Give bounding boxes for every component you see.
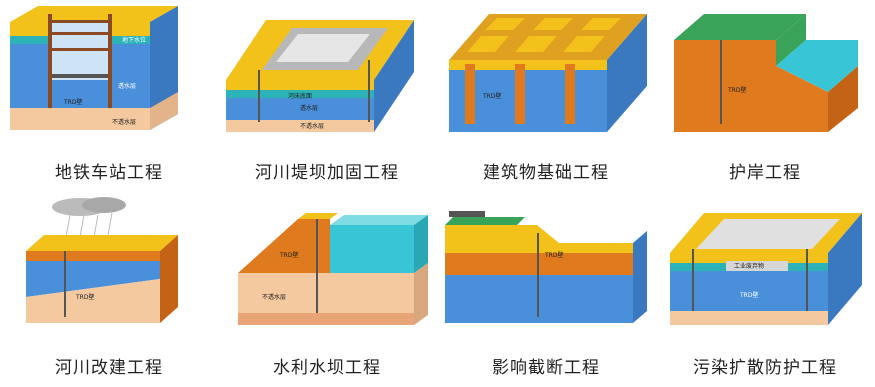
label-impermeable: 不透水层 (112, 118, 136, 126)
panel-river-reconstruction: TRD壁 河川改建工程 (0, 193, 218, 386)
panel-subway-station: 地下水位 透水层 TRD壁 不透水层 地铁车站工程 (0, 0, 218, 193)
label-impermeable: 不透水层 (300, 122, 324, 130)
label-impermeable: 不透水层 (262, 293, 286, 301)
river-reconstruction-diagram: TRD壁 (26, 197, 178, 323)
caption-building-foundation: 建筑物基础工程 (483, 163, 609, 183)
caption-revetment: 护岸工程 (729, 163, 801, 183)
caption-river-reconstruction: 河川改建工程 (55, 358, 163, 378)
panel-building-foundation: TRD壁 建筑物基础工程 (437, 0, 655, 193)
label-trd-wall: TRD壁 (739, 291, 758, 299)
pollution-protection-diagram: 工业废弃物 TRD壁 (670, 213, 862, 325)
subway-station-diagram: 地下水位 透水层 TRD壁 不透水层 (10, 6, 178, 130)
panel-impact-cutoff: TRD壁 影响截断工程 (437, 193, 655, 386)
caption-impact-cutoff: 影响截断工程 (492, 358, 600, 378)
caption-water-dam: 水利水坝工程 (273, 358, 381, 378)
label-trd-wall: TRD壁 (279, 251, 298, 259)
caption-river-dike: 河川堤坝加固工程 (255, 163, 399, 183)
water-dam-diagram: TRD壁 不透水层 (238, 213, 428, 325)
label-trd-wall: TRD壁 (482, 92, 501, 100)
label-permeable: 透水层 (118, 82, 136, 90)
panel-revetment: TRD壁 护岸工程 (656, 0, 874, 193)
label-waste: 工业废弃物 (734, 262, 764, 270)
building-foundation-diagram: TRD壁 (449, 14, 647, 132)
panel-water-dam: TRD壁 不透水层 水利水坝工程 (218, 193, 436, 386)
impact-cutoff-diagram: TRD壁 (445, 211, 647, 323)
caption-pollution-protection: 污染扩散防护工程 (693, 358, 837, 378)
river-dike-diagram: 河床底面 透水层 不透水层 (226, 20, 414, 132)
label-permeable: 透水层 (300, 104, 318, 112)
panel-river-dike: 河床底面 透水层 不透水层 河川堤坝加固工程 (218, 0, 436, 193)
revetment-diagram: TRD壁 (674, 14, 858, 132)
label-trd-wall: TRD壁 (544, 251, 563, 259)
label-trd-wall: TRD壁 (75, 293, 94, 301)
caption-subway-station: 地铁车站工程 (55, 163, 163, 183)
label-water-level: 地下水位 (122, 36, 146, 44)
label-trd-wall: TRD壁 (727, 86, 746, 94)
label-trd-wall: TRD壁 (63, 98, 82, 106)
panel-pollution-protection: 工业废弃物 TRD壁 污染扩散防护工程 (656, 193, 874, 386)
label-riverbed: 河床底面 (288, 92, 312, 100)
